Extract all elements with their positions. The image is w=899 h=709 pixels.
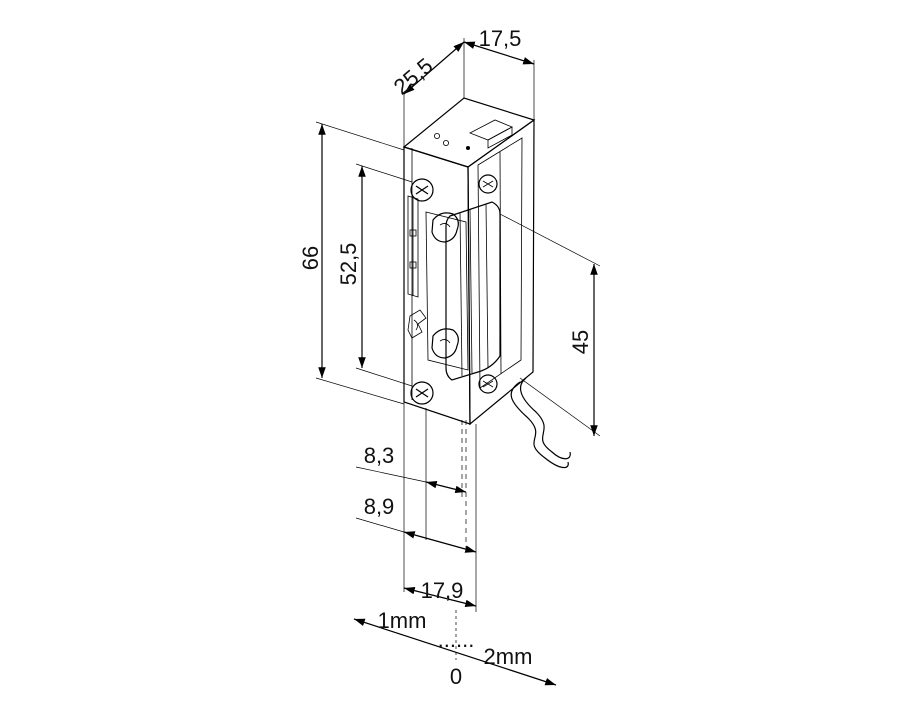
adjust-right: 2mm [484, 644, 533, 669]
dim-width: 17,5 [479, 26, 522, 51]
side-screw-top [478, 174, 498, 194]
adjust-left: 1mm [378, 608, 427, 633]
side-screw-bottom [478, 374, 498, 394]
latch-cavity [425, 211, 469, 371]
latch-tongue [445, 201, 501, 381]
dim-height-latch: 45 [568, 330, 593, 354]
upper-screw [410, 178, 434, 202]
dimension-lines [315, 38, 601, 686]
lower-latch-cam [431, 328, 459, 359]
adjust-dots: ...... [438, 627, 475, 652]
dim-height-mount: 52,5 [336, 243, 361, 286]
upper-latch-cam [431, 212, 459, 243]
dim-faceplate: 17,9 [421, 578, 464, 603]
body-front-face [403, 146, 471, 425]
dim-offset-b: 8,9 [364, 494, 395, 519]
cable [510, 381, 569, 469]
dim-height-total: 66 [298, 246, 323, 270]
lower-screw [410, 381, 434, 405]
top-hole-2 [442, 139, 449, 146]
strike-body [402, 97, 571, 469]
dim-offset-a: 8,3 [364, 443, 395, 468]
body-top-face [402, 97, 536, 168]
top-hole-1 [433, 132, 440, 139]
dim-depth: 25,5 [389, 53, 438, 100]
side-channel [477, 137, 523, 389]
adjust-zero: 0 [450, 664, 462, 689]
